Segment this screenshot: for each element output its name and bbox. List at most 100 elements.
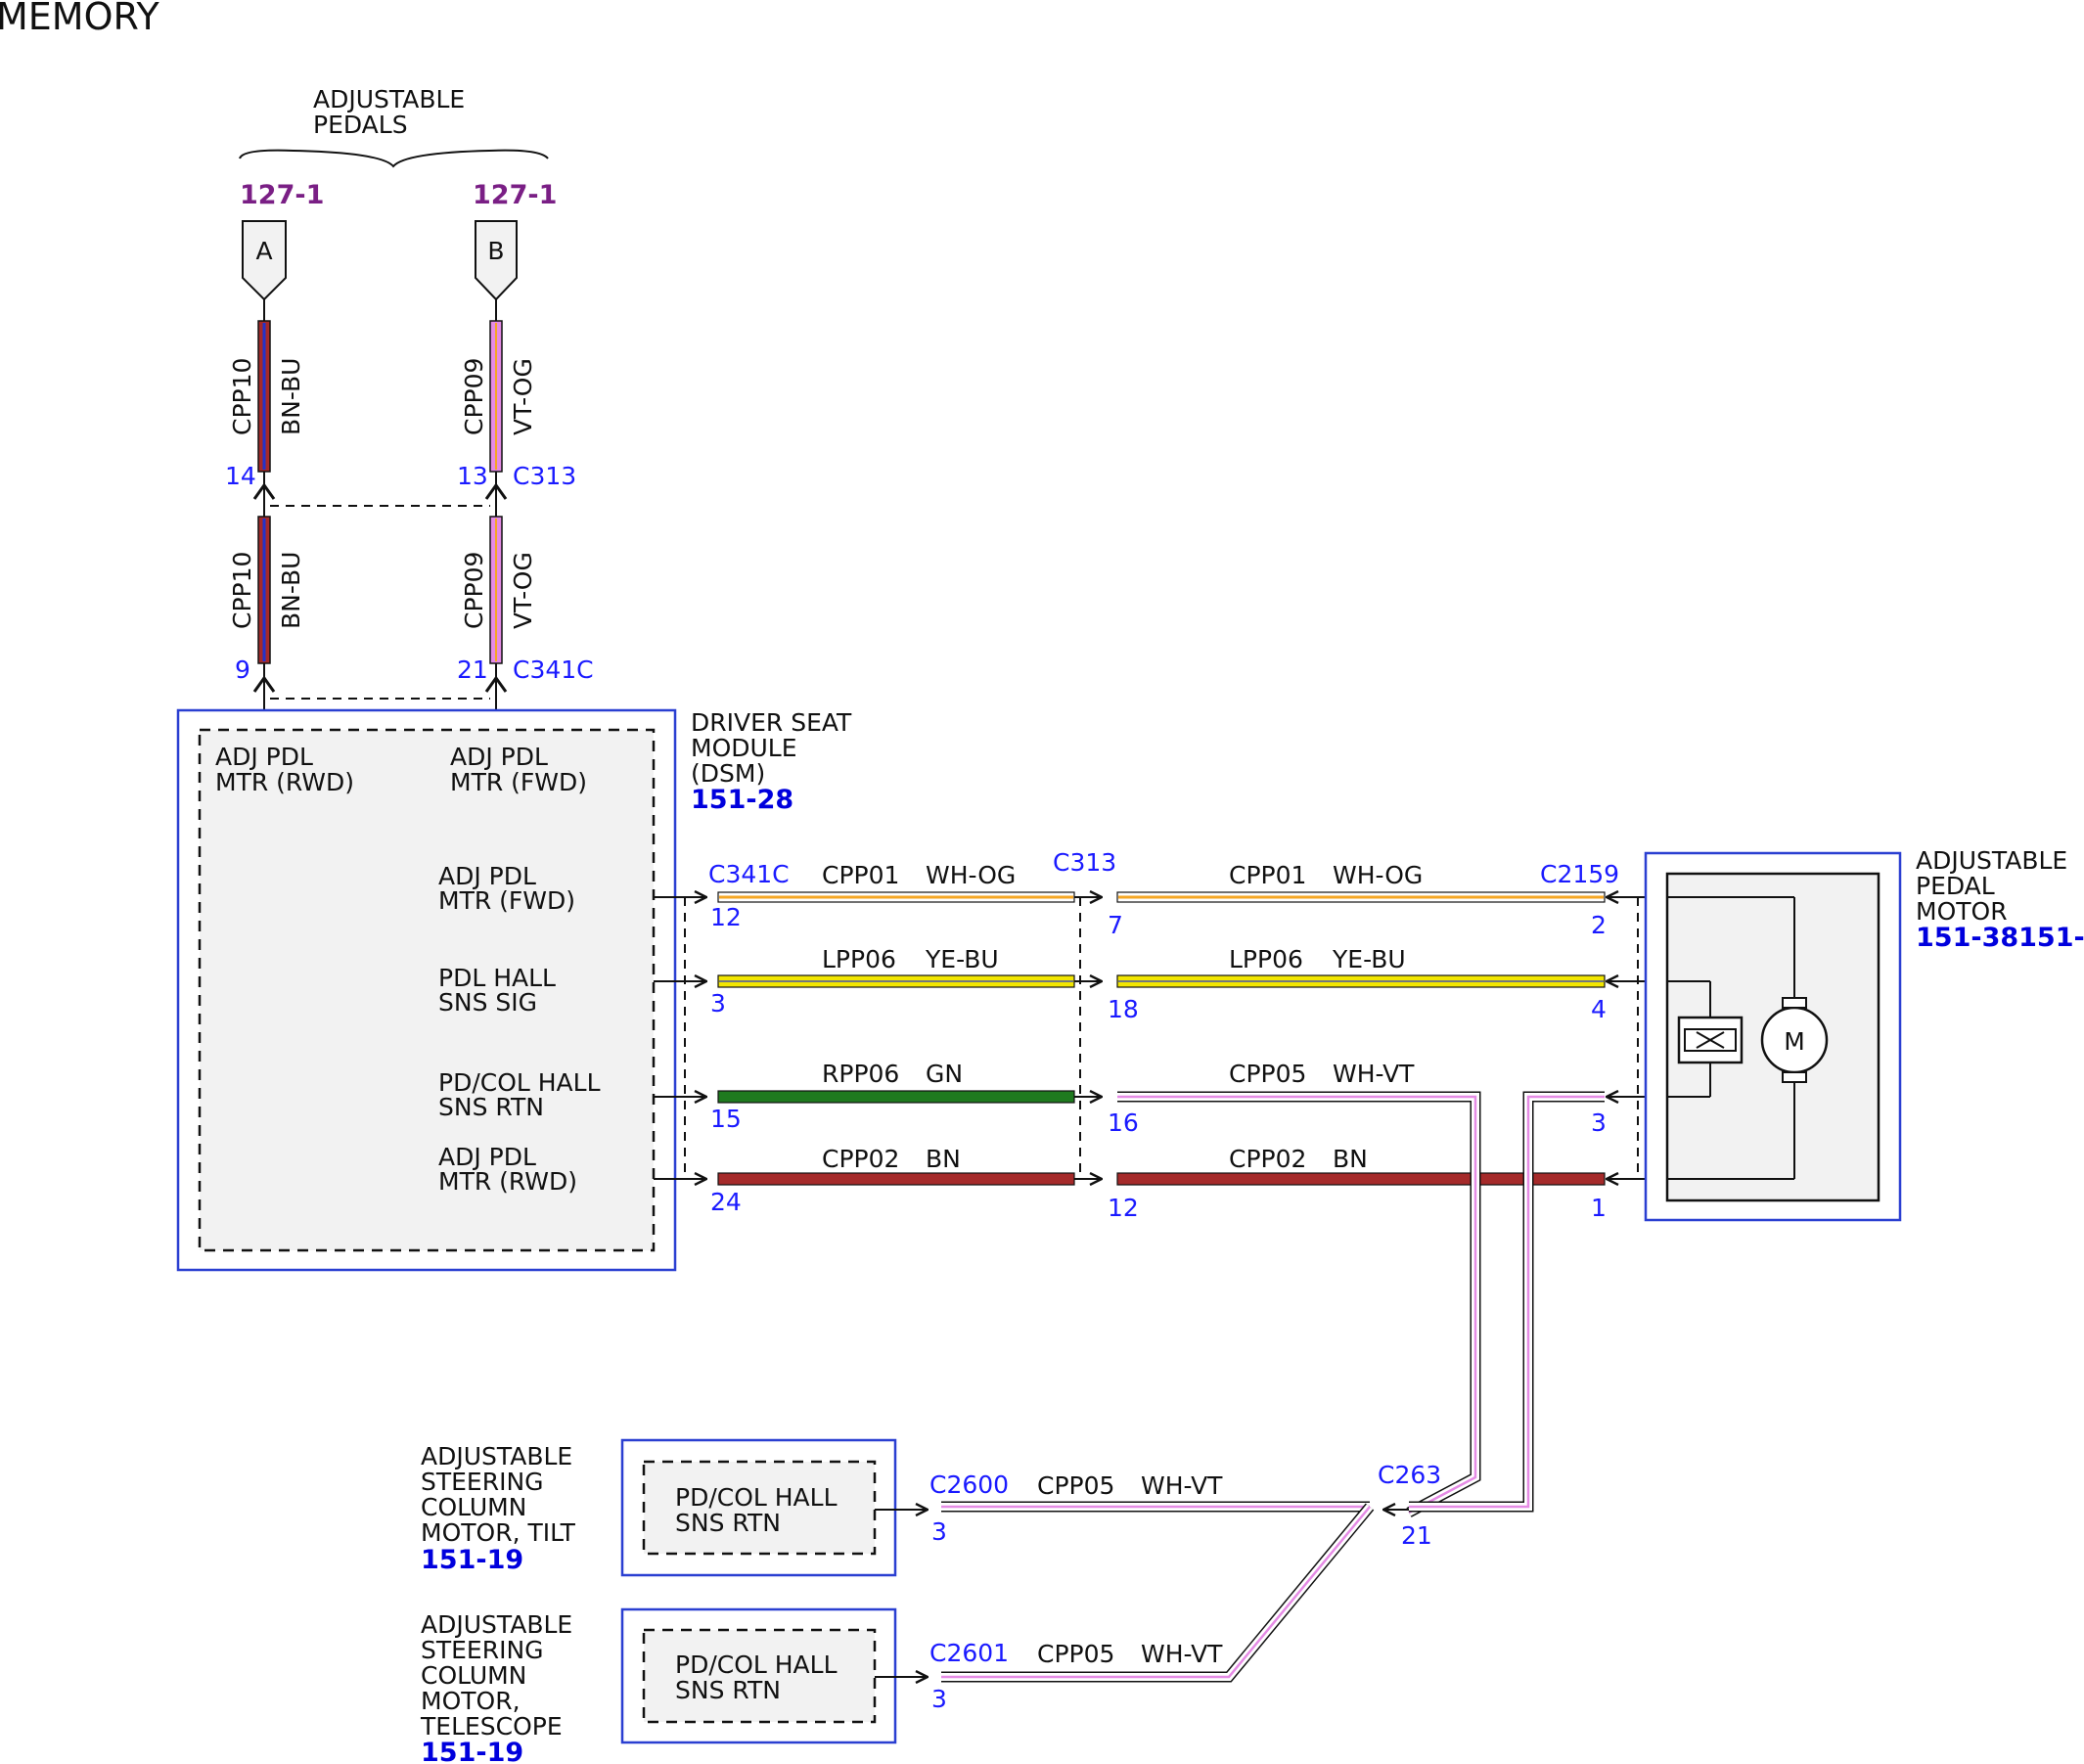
connector-c2600: C2600 <box>929 1470 1009 1499</box>
wire-cpp05-from-c2159-fill <box>1409 1093 1605 1511</box>
wire-rpp06-left <box>717 1090 1075 1104</box>
wire-cpp02-left <box>717 1172 1075 1186</box>
pin-13: 13 <box>457 462 488 490</box>
motor-symbol-m: M <box>1784 1027 1805 1056</box>
c263-splice: C263 21 <box>941 1461 1441 1683</box>
pin-15-left: 15 <box>710 1105 742 1133</box>
wire-cpp05-from-c2159 <box>1409 1091 1605 1513</box>
dsm-name-line3: (DSM) <box>691 759 765 788</box>
telescope-name-line5: TELESCOPE <box>420 1712 563 1741</box>
dsm-top-right-line2: MTR (FWD) <box>450 768 587 796</box>
connector-b-letter: B <box>487 237 504 265</box>
dsm-pin-label-3a: PD/COL HALL <box>438 1068 601 1097</box>
wire-cpp05-telescope-color: WH-VT <box>1141 1640 1223 1668</box>
telescope-name-line1: ADJUSTABLE <box>421 1610 572 1639</box>
motor-top-tab <box>1782 997 1807 1009</box>
wire-lpp06-left-color: YE-BU <box>925 945 999 973</box>
cpp09-upper-color: VT-OG <box>509 358 537 435</box>
page-title: MEMORY <box>0 0 159 38</box>
pin-12-right: 12 <box>1108 1194 1139 1222</box>
tilt-name-line3: COLUMN <box>421 1493 526 1521</box>
c313-connector: C313 <box>1053 848 1116 1179</box>
cpp10-lower-circuit: CPP10 <box>228 552 256 629</box>
wire-lpp06-right-color: YE-BU <box>1332 945 1406 973</box>
pin-16: 16 <box>1108 1108 1139 1137</box>
cpp10-upper-color: BN-BU <box>277 358 305 435</box>
wire-cpp05-tilt-circuit: CPP05 <box>1037 1471 1114 1500</box>
connector-b-flag <box>475 220 518 301</box>
telescope-name-line3: COLUMN <box>421 1661 526 1690</box>
dsm-pin-label-2b: SNS SIG <box>438 988 537 1017</box>
hall-sensor-x2 <box>1696 1031 1725 1049</box>
pin-12-left: 12 <box>710 903 742 931</box>
connector-c313: C313 <box>1053 848 1116 877</box>
connector-a-letter: A <box>255 237 272 265</box>
telescope-pin-label-line2: SNS RTN <box>675 1676 781 1704</box>
page-ref-b: 127-1 <box>473 180 557 210</box>
pin-3-left: 3 <box>710 989 726 1018</box>
pin-21: 21 <box>457 656 488 684</box>
adjustable-pedals-group: ADJUSTABLE PEDALS 127-1 127-1 A B <box>239 85 557 301</box>
cpp10-upper-circuit: CPP10 <box>228 358 256 435</box>
wire-cpp05-from-c2159-tracer <box>1409 1095 1605 1509</box>
tilt-inner-box <box>642 1460 877 1556</box>
pin-24-left: 24 <box>710 1188 742 1216</box>
pin-3-telescope: 3 <box>931 1685 947 1713</box>
connector-c341c: C341C <box>708 860 790 888</box>
tilt-name-line2: STEERING <box>421 1468 544 1496</box>
pin-9: 9 <box>235 656 250 684</box>
cpp09-lower-color: VT-OG <box>509 552 537 629</box>
tilt-ref: 151-19 <box>421 1545 523 1575</box>
page-ref-a: 127-1 <box>240 180 324 210</box>
vertical-wires: CPP10 BN-BU CPP09 VT-OG CPP10 BN-BU CPP0… <box>225 299 594 729</box>
telescope-ref: 151-19 <box>421 1738 523 1764</box>
connector-a-flag <box>242 220 287 301</box>
wire-cpp05-right-circuit: CPP05 <box>1229 1060 1306 1088</box>
tilt-name-line4: MOTOR, TILT <box>421 1518 576 1547</box>
pedal-motor-name-line2: PEDAL <box>1916 872 1995 900</box>
cpp09-lower-circuit: CPP09 <box>460 552 488 629</box>
pin-1: 1 <box>1591 1194 1607 1222</box>
pin-7: 7 <box>1108 911 1123 939</box>
pedal-motor-name-line1: ADJUSTABLE <box>1916 846 2067 875</box>
wire-cpp02-left-circuit: CPP02 <box>822 1145 899 1173</box>
pin-2: 2 <box>1591 911 1607 939</box>
dsm-pin-label-4a: ADJ PDL <box>438 1143 536 1171</box>
wire-cpp02-right-circuit: CPP02 <box>1229 1145 1306 1173</box>
connector-pin-arrow-9 <box>252 675 276 693</box>
cpp10-lower-color: BN-BU <box>277 552 305 629</box>
wire-cpp02-left-color: BN <box>926 1145 961 1173</box>
wire-cpp02-right <box>1116 1172 1606 1186</box>
wire-cpp05-to-c2601-tracer <box>941 1506 1371 1679</box>
dsm-pin-label-2a: PDL HALL <box>438 964 556 992</box>
pin-18: 18 <box>1108 995 1139 1023</box>
telescope-pin-label-line1: PD/COL HALL <box>675 1651 838 1679</box>
driver-seat-module: ADJ PDL MTR (RWD) ADJ PDL MTR (FWD) ADJ … <box>176 708 852 1272</box>
wire-cpp01-right-color: WH-OG <box>1333 861 1423 889</box>
pin-21-splice: 21 <box>1401 1521 1432 1550</box>
pedal-motor-name-line3: MOTOR <box>1916 897 2008 926</box>
harness-right-segment: CPP01 WH-OG 7 2 LPP06 YE-BU 18 4 CPP05 W… <box>1108 860 1619 1517</box>
wire-cpp05-right-color: WH-VT <box>1333 1060 1415 1088</box>
dsm-top-left-line2: MTR (RWD) <box>215 768 354 796</box>
wire-cpp05-telescope-circuit: CPP05 <box>1037 1640 1114 1668</box>
wire-cpp05-from-c313-tracer <box>1117 1095 1477 1515</box>
wire-cpp05-tilt-color: WH-VT <box>1141 1471 1223 1500</box>
harness-left-segment: C341C CPP01 WH-OG 12 LPP06 YE-BU 3 RPP06… <box>654 860 1075 1216</box>
adjustable-pedals-label-line1: ADJUSTABLE <box>313 85 465 113</box>
motor-bottom-tab <box>1782 1071 1807 1083</box>
pin-14: 14 <box>225 462 256 490</box>
pedal-motor-ref: 151-38151-39 <box>1916 923 2084 953</box>
dsm-ref: 151-28 <box>691 785 793 815</box>
tilt-name-line1: ADJUSTABLE <box>421 1442 572 1470</box>
adjustable-pedal-motor: M ADJUSTABLE PEDAL MOTOR 151-38151-39 <box>1644 846 2084 1222</box>
connector-c2159: C2159 <box>1540 860 1619 888</box>
tilt-pin-label-line1: PD/COL HALL <box>675 1483 838 1512</box>
telescope-name-line4: MOTOR, <box>421 1687 521 1715</box>
cpp09-upper-circuit: CPP09 <box>460 358 488 435</box>
wire-cpp01-left-color: WH-OG <box>926 861 1016 889</box>
dsm-pin-label-1a: ADJ PDL <box>438 862 536 890</box>
pin-3-right: 3 <box>1591 1108 1607 1137</box>
wire-lpp06-right-circuit: LPP06 <box>1229 945 1303 973</box>
